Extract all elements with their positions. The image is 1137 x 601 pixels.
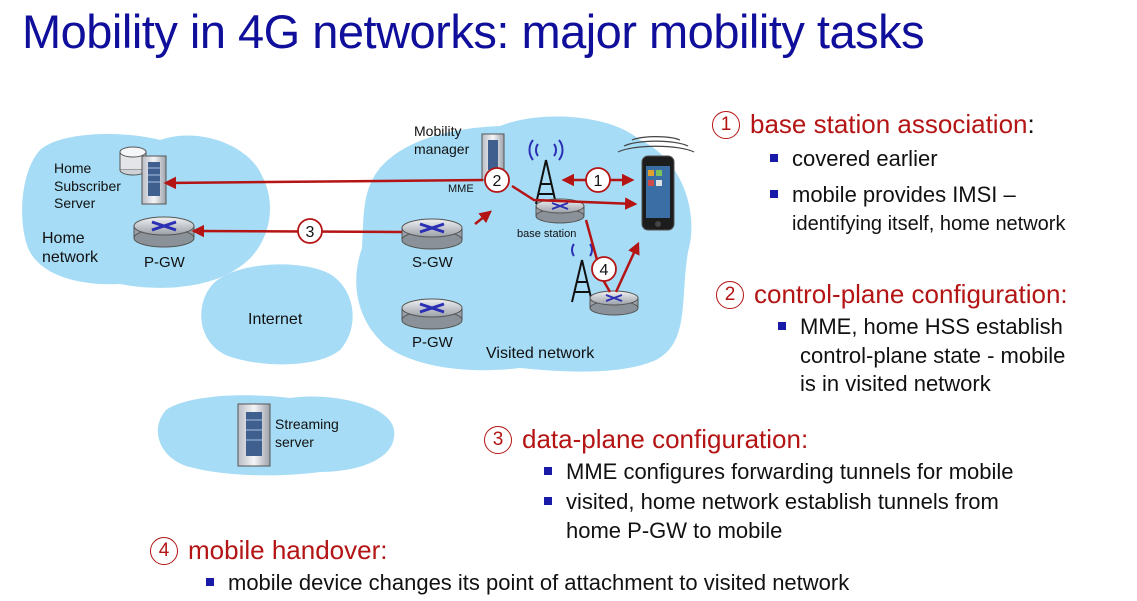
bullet-marker [770, 154, 778, 162]
bullet-marker [206, 578, 214, 586]
task-3-heading: 3 data-plane configuration: [484, 424, 1014, 455]
task-1-title: base station association [750, 109, 1028, 139]
arrow-number-circles: 1 2 3 4 [297, 167, 617, 282]
mme-label: MME [448, 183, 474, 195]
bullet-marker [544, 467, 552, 475]
internet-label: Internet [248, 311, 303, 328]
home-network-label: Home network [42, 230, 99, 266]
task-4: 4 mobile handover: mobile device changes… [150, 535, 849, 598]
slide-title: Mobility in 4G networks: major mobility … [22, 5, 925, 58]
task-3-bullet-1: MME configures forwarding tunnels for mo… [544, 457, 1014, 487]
task-2-heading: 2 control-plane configuration: [716, 279, 1068, 310]
task-2-title: control-plane configuration: [754, 279, 1068, 309]
svg-text:3: 3 [306, 224, 315, 241]
internet-cloud [201, 264, 353, 365]
visited-network-label: Visited network [486, 345, 595, 362]
sgw-router-icon [401, 218, 463, 250]
task-1-bullet-1: covered earlier [770, 144, 1065, 174]
arrow-2-hss [163, 176, 484, 190]
arrow-2-phone [511, 184, 638, 210]
bullet-marker [778, 322, 786, 330]
task-3-number: 3 [484, 425, 512, 454]
visited-pgw-router-icon [401, 298, 463, 330]
streaming-server-icon [237, 403, 271, 467]
hss-label: Home Subscriber Server [54, 160, 125, 211]
task-3: 3 data-plane configuration: MME configur… [484, 424, 1014, 545]
bullet-marker [770, 190, 778, 198]
svg-text:4: 4 [600, 262, 609, 279]
task-2: 2 control-plane configuration: MME, home… [716, 279, 1068, 398]
mobility-manager-label: Mobility manager [414, 123, 470, 157]
svg-text:1: 1 [594, 173, 603, 190]
visited-pgw-label: P-GW [412, 334, 454, 351]
arrow-4b [614, 241, 640, 293]
streaming-cloud [157, 395, 395, 476]
svg-text:2: 2 [493, 173, 502, 190]
task-4-heading: 4 mobile handover: [150, 535, 849, 566]
task-1-heading: 1 base station association: [712, 109, 1065, 140]
base-station-2-tower-icon [571, 243, 639, 316]
base-station-label: base station [517, 228, 576, 240]
hss-server-icon [141, 155, 167, 205]
home-pgw-router-icon [133, 216, 195, 248]
streaming-server-label: Streaming server [275, 416, 343, 450]
task-1-number: 1 [712, 110, 740, 139]
hss-database-icon [119, 146, 147, 176]
task-1-colon: : [1027, 109, 1035, 139]
task-2-number: 2 [716, 280, 744, 309]
task-1: 1 base station association: covered earl… [712, 109, 1065, 238]
smartphone-icon [617, 136, 695, 231]
task-3-title: data-plane configuration: [522, 424, 809, 454]
arrow-2-sgw [474, 210, 492, 225]
task-4-bullet-1: mobile device changes its point of attac… [206, 568, 849, 598]
task-4-number: 4 [150, 536, 178, 565]
sgw-label: S-GW [412, 254, 454, 271]
task-1-bullet-2: mobile provides IMSI –identifying itself… [770, 180, 1065, 238]
home-pgw-label: P-GW [144, 254, 186, 271]
task-3-bullet-2: visited, home network establish tunnels … [544, 487, 1014, 545]
home-network-cloud [22, 134, 270, 288]
task-4-title: mobile handover: [188, 535, 388, 565]
bullet-marker [544, 497, 552, 505]
